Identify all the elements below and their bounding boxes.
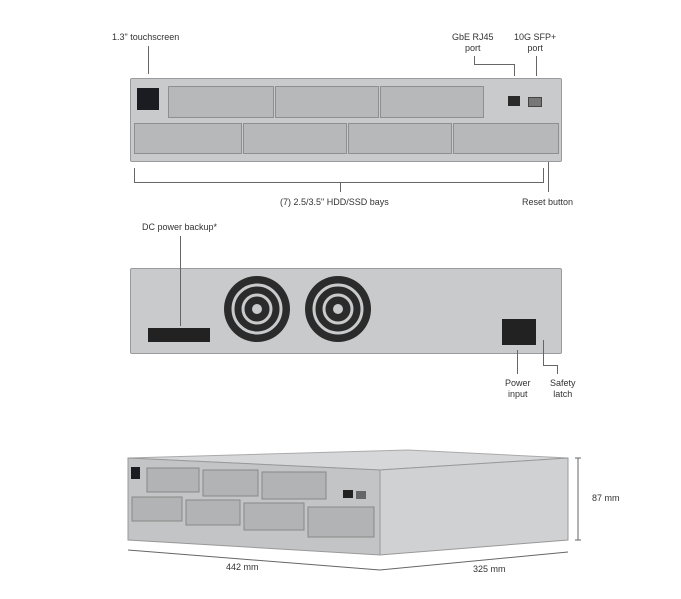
reset-label: Reset button [522,197,574,207]
height-dimension: 87 mm [592,493,620,503]
dc-connector [148,328,210,342]
dc-label: DC power backup* [142,222,218,232]
width-dimension: 442 mm [226,562,259,573]
drive-bay [348,123,452,154]
drive-bay [243,123,347,154]
touchscreen-label: 1.3" touchscreen [112,32,180,42]
drive-bay [275,86,379,118]
bays-label: (7) 2.5/3.5" HDD/SSD bays [280,197,389,207]
sfp-label: 10G SFP+port [514,32,557,53]
drive-bay [168,86,274,118]
fan-icon [305,276,371,342]
touchscreen [137,88,159,110]
drive-bay [453,123,559,154]
chassis-side [379,457,569,556]
sfp-port [528,97,542,107]
depth-dimension: 325 mm [473,564,506,575]
drive-bay [380,86,484,118]
power-inlet [502,319,536,345]
drive-bay [134,123,242,154]
rj45-port [508,96,520,106]
fan-icon [224,276,290,342]
